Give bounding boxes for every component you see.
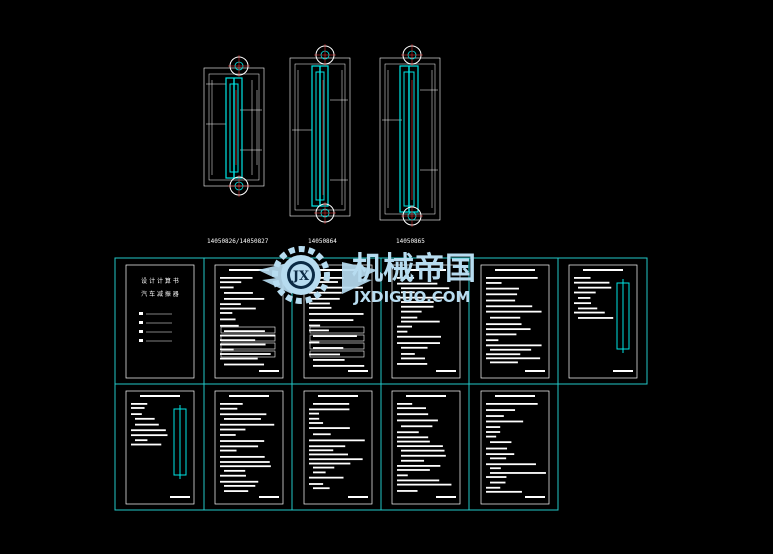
drawing-1-label: 14050826/14050827 [207,238,269,245]
shock-absorber-drawing-3: 14050865 [379,44,441,245]
sheet-7 [125,390,195,505]
sheet-4 [391,264,461,379]
sheet-6 [568,264,638,379]
sheet-10 [391,390,461,505]
shock-absorber-drawing-1: 14050826/14050827 [203,55,269,245]
sheet-11 [480,390,550,505]
cover-subtitle: 汽 车 减 振 器 [141,290,179,298]
sheet-grid [114,257,648,511]
sheet-8 [214,390,284,505]
logo-text: JX [292,269,310,284]
sheet-2 [214,264,284,379]
cover-sheet: 设 计 计 算 书 汽 车 减 振 器 [125,264,195,379]
cover-title: 设 计 计 算 书 [141,277,179,285]
drawing-2-label: 14050864 [308,238,337,245]
watermark-cn-text: 机械帝国 [352,251,476,287]
shock-absorber-drawing-2: 14050864 [289,44,351,245]
watermark: JX 机械帝国 JXDIGUO.COM [258,246,476,306]
sheet-5 [480,264,550,379]
gear-logo-icon: JX [272,246,330,304]
sheet-9 [303,390,373,505]
watermark-en-text: JXDIGUO.COM [353,288,470,306]
sheet-3 [303,264,373,379]
document-sheets [125,264,638,505]
drawing-3-label: 14050865 [396,238,425,245]
